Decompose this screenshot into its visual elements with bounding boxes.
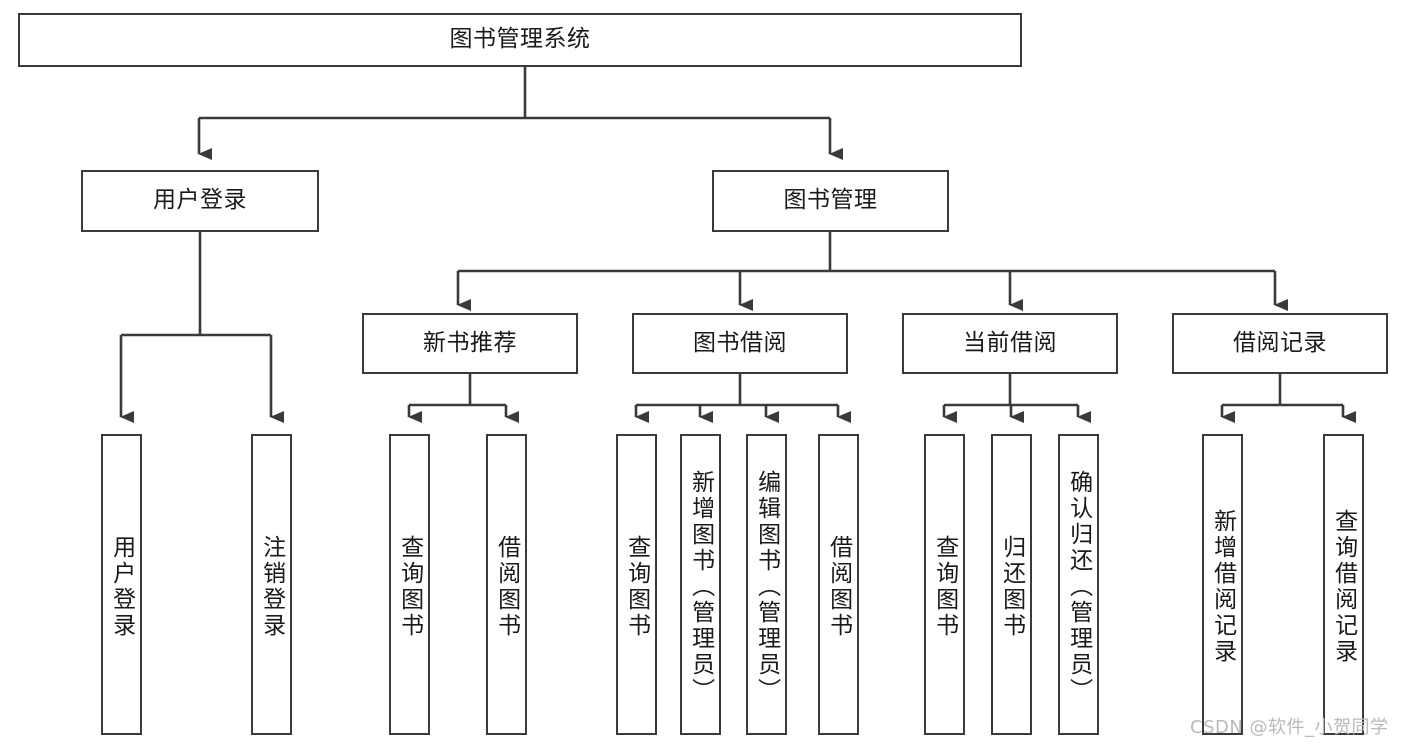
node-book-borrowing[interactable]: 图书借阅 xyxy=(632,313,848,374)
node-root-book-management-system[interactable]: 图书管理系统 xyxy=(18,13,1022,67)
node-label: 借阅图书 xyxy=(493,534,520,639)
node-leaf-book-borrow-borrow-books[interactable]: 借阅图书 xyxy=(818,434,859,735)
node-label: 注销登录 xyxy=(258,534,285,639)
node-book-management[interactable]: 图书管理 xyxy=(712,170,949,232)
node-label: 查询图书 xyxy=(931,534,958,639)
node-leaf-borrow-record-add-record[interactable]: 新增借阅记录 xyxy=(1202,434,1243,735)
node-leaf-current-borrow-confirm-return-admin[interactable]: 确认归还（管理员） xyxy=(1058,434,1099,735)
node-leaf-new-book-query-books[interactable]: 查询图书 xyxy=(389,434,430,735)
node-leaf-book-borrow-add-book-admin[interactable]: 新增图书（管理员） xyxy=(680,434,721,735)
node-leaf-borrow-record-query-record[interactable]: 查询借阅记录 xyxy=(1323,434,1364,735)
node-label: 借阅记录 xyxy=(1233,329,1327,356)
node-leaf-current-borrow-query-books[interactable]: 查询图书 xyxy=(924,434,965,735)
node-leaf-user-login-signout[interactable]: 注销登录 xyxy=(251,434,292,735)
node-leaf-book-borrow-edit-book-admin[interactable]: 编辑图书（管理员） xyxy=(746,434,787,735)
node-leaf-book-borrow-query-books[interactable]: 查询图书 xyxy=(616,434,657,735)
node-label: 新书推荐 xyxy=(423,329,517,356)
node-leaf-user-login-signin[interactable]: 用户登录 xyxy=(101,434,142,735)
node-label: 查询图书 xyxy=(623,534,650,639)
node-label: 新增图书（管理员） xyxy=(687,469,714,704)
node-label: 图书借阅 xyxy=(693,329,787,356)
node-label: 用户登录 xyxy=(153,187,247,214)
node-label: 查询借阅记录 xyxy=(1330,508,1357,665)
node-label: 借阅图书 xyxy=(825,534,852,639)
node-label: 图书管理 xyxy=(783,187,878,214)
node-label: 编辑图书（管理员） xyxy=(753,469,780,704)
node-label: 确认归还（管理员） xyxy=(1065,469,1092,704)
node-label: 新增借阅记录 xyxy=(1209,508,1236,665)
node-label: 用户登录 xyxy=(108,534,135,639)
node-label: 图书管理系统 xyxy=(449,26,591,53)
node-label: 当前借阅 xyxy=(963,329,1057,356)
node-new-book-recommendation[interactable]: 新书推荐 xyxy=(362,313,578,374)
node-current-borrowing[interactable]: 当前借阅 xyxy=(902,313,1118,374)
node-leaf-new-book-borrow-books[interactable]: 借阅图书 xyxy=(486,434,527,735)
node-label: 查询图书 xyxy=(396,534,423,639)
node-label: 归还图书 xyxy=(998,534,1025,639)
node-borrowing-records[interactable]: 借阅记录 xyxy=(1172,313,1388,374)
node-user-login[interactable]: 用户登录 xyxy=(81,170,319,232)
node-leaf-current-borrow-return-books[interactable]: 归还图书 xyxy=(991,434,1032,735)
